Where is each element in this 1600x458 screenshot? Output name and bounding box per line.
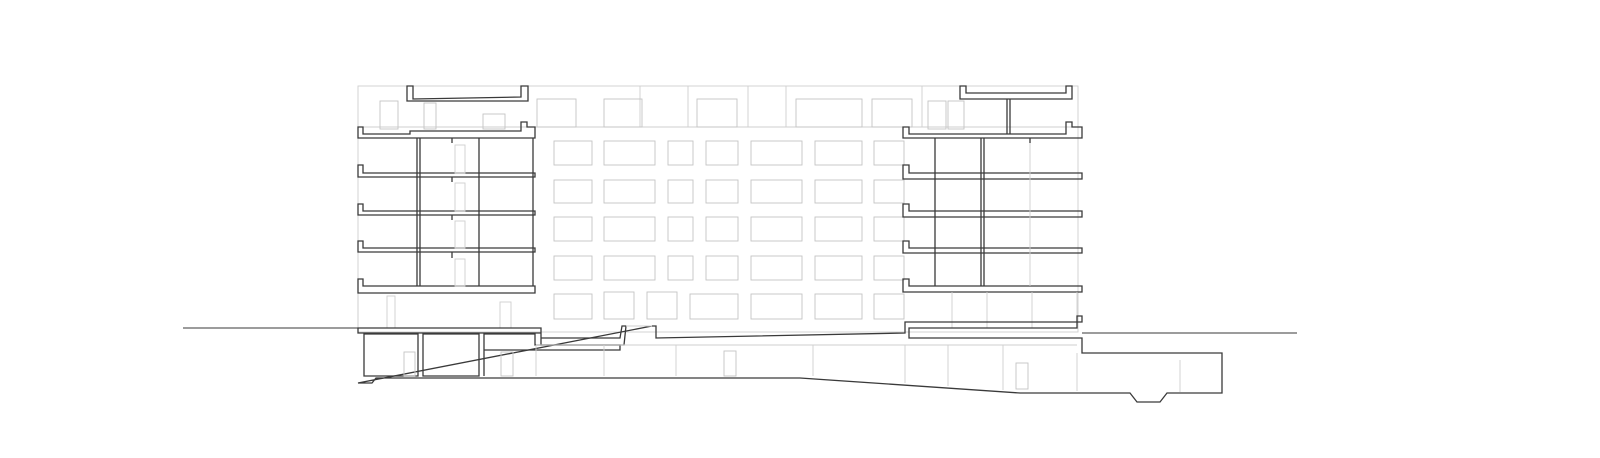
- left-wing-section: [357, 85, 536, 329]
- right-wing-section: [902, 85, 1083, 328]
- ground-line: [183, 327, 1297, 334]
- basement-section: [357, 315, 1223, 403]
- elevation-windows: [553, 140, 905, 320]
- background-elevation: [357, 85, 1079, 333]
